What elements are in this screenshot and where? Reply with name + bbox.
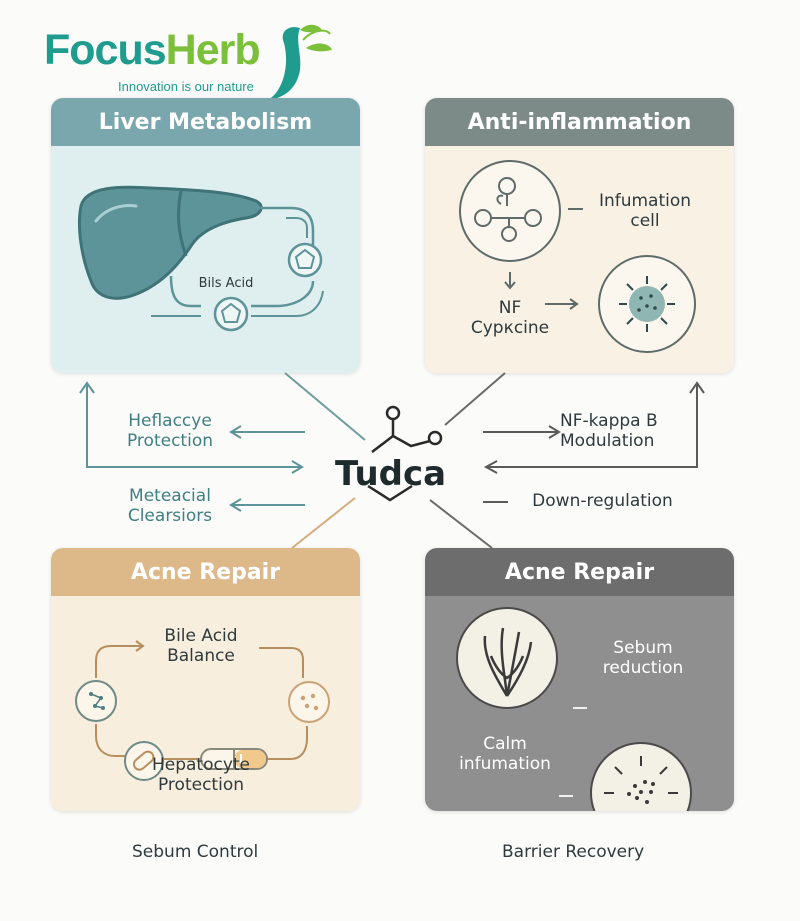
anti-inflammation-diagram (459, 160, 696, 353)
panel-body: Bile Acid Balance Hepatocyte Protection (51, 596, 360, 811)
panel-body: Sebum reduction Calm infumation (425, 596, 734, 811)
footer-left-label: Sebum Control (132, 842, 259, 862)
nf-label-line2: Cypкcine (470, 318, 550, 338)
acne-repair-left-diagram (75, 640, 330, 781)
hepatocyte-protection-label: Hepatocyte Protection (136, 755, 266, 795)
right-top-line2: Modulation (560, 431, 655, 451)
brand-tagline: Innovation is our nature (118, 79, 254, 94)
panel-title: Acne Repair (51, 548, 360, 596)
brand-name-part1: Focus (44, 26, 167, 74)
nf-cytokine-label: NF Cypкcine (465, 298, 555, 338)
left-bottom-line1: Meteacial (129, 486, 211, 506)
panel-body: Bils Acid (51, 146, 360, 373)
left-bottom-label: Meteacial Clearsiors (105, 486, 235, 526)
calm-line1: Calm (483, 734, 527, 754)
pentagon-cell-icon (287, 242, 323, 278)
brand-logo: FocusHerb (44, 26, 261, 75)
panel-liver-metabolism: Liver Metabolism Bils Acid (51, 98, 360, 373)
liver-diagram (77, 185, 324, 332)
sebum-reduction-label: Sebum reduction (588, 638, 698, 678)
panel-title: Liver Metabolism (51, 98, 360, 146)
inflammation-cell-text: Infumation cell (598, 191, 692, 231)
bile-acid-label: Bils Acid (198, 276, 254, 291)
tudca-label: Tudca (335, 454, 447, 494)
panel-anti-inflammation: Anti-inflammation (425, 98, 734, 373)
sebum-gland-icon (456, 607, 558, 709)
right-bottom-label: Down-regulation (532, 491, 673, 511)
nf-label-line1: NF (498, 298, 522, 318)
right-top-line1: NF-kappa B (560, 411, 658, 431)
sebum-line2: reduction (602, 658, 684, 678)
pentagon-cell-icon (213, 296, 249, 332)
calm-inflammation-label: Calm infumation (450, 734, 560, 774)
acne-repair-right-diagram (456, 607, 692, 811)
molecule-icon (459, 160, 561, 262)
left-bottom-line2: Clearsiors (127, 506, 213, 526)
pill-icon (124, 741, 164, 781)
panel-title: Acne Repair (425, 548, 734, 596)
liver-icon (77, 185, 263, 300)
inflammation-cell-label: Infumation cell (590, 191, 700, 231)
sebum-line1: Sebum (613, 638, 673, 658)
hep-line1: Hepatocyte (151, 755, 251, 775)
brand-name-part2: Herb (165, 26, 261, 74)
right-top-label: NF-kappa B Modulation (560, 411, 690, 451)
bile-line2: Balance (167, 646, 235, 666)
panel-acne-repair-left: Acne Repair (51, 548, 360, 811)
calm-burst-icon (590, 742, 692, 811)
left-top-line1: Heflaccye (128, 411, 212, 431)
hep-line2: Protection (157, 775, 244, 795)
cell-icon (288, 681, 330, 723)
calm-line2: infumation (459, 754, 551, 774)
capsule-icon (200, 748, 268, 770)
panel-acne-repair-right: Acne Repair (425, 548, 734, 811)
left-top-label: Heflaccye Protection (105, 411, 235, 451)
footer-right-label: Barrier Recovery (502, 842, 645, 862)
inflammation-cell-icon (598, 255, 696, 353)
bile-line1: Bile Acid (164, 626, 238, 646)
cell-icon (75, 680, 117, 722)
panel-title: Anti-inflammation (425, 98, 734, 146)
bile-acid-balance-label: Bile Acid Balance (146, 626, 256, 666)
panel-body: Infumation cell NF Cypкcine (425, 146, 734, 373)
left-top-line2: Protection (126, 431, 213, 451)
